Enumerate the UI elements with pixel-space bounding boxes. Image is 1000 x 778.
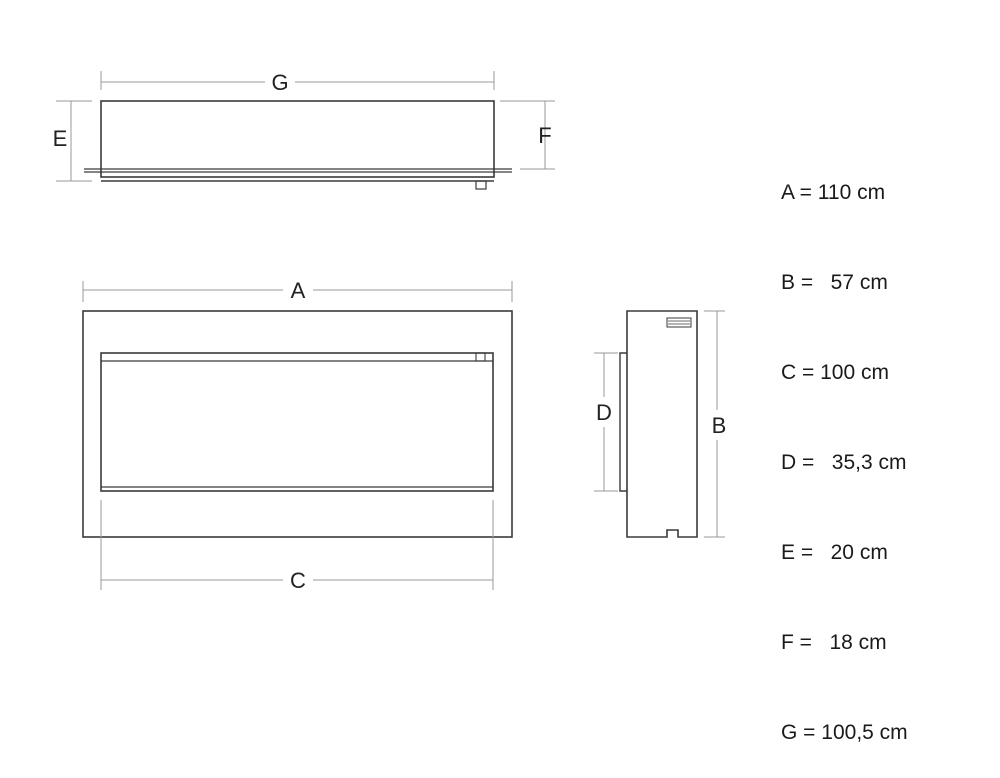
top-view-tab (475, 180, 487, 190)
legend-value: 110 cm (817, 181, 886, 204)
dimension-a: A (82, 278, 513, 303)
label-g: G (271, 70, 288, 95)
dimension-legend: A = 110 cm B = 57 cm C = 100 cm D = 35,3… (781, 118, 908, 778)
dimension-f: F (500, 100, 555, 170)
legend-row-a: A = 110 cm (781, 178, 908, 208)
label-a: A (291, 278, 306, 303)
legend-value: 20 cm (830, 541, 888, 564)
legend-row-c: C = 100 cm (781, 358, 908, 388)
side-view-body (626, 310, 698, 538)
legend-value: 57 cm (830, 271, 888, 294)
front-view-control-box (475, 352, 486, 362)
front-view: A C (82, 278, 513, 593)
label-e: E (53, 126, 68, 151)
technical-drawing: G E F A (53, 70, 908, 744)
legend-key: A = (781, 181, 812, 204)
top-view-body (100, 100, 495, 178)
legend-row-g: G = 100,5 cm (781, 718, 908, 748)
legend-row-b: B = 57 cm (781, 268, 908, 298)
legend-key: C = (781, 361, 815, 384)
label-d: D (596, 400, 612, 425)
legend-row-d: D = 35,3 cm (781, 448, 908, 478)
side-view: D B (594, 310, 727, 538)
front-view-glass (100, 352, 494, 492)
label-c: C (290, 568, 306, 593)
label-b: B (712, 413, 727, 438)
legend-value: 18 cm (829, 631, 887, 654)
dimension-b: B (704, 310, 727, 538)
legend-row-f: F = 18 cm (781, 628, 908, 658)
dimension-g: G (100, 70, 495, 95)
front-view-frame (82, 310, 513, 538)
legend-row-e: E = 20 cm (781, 538, 908, 568)
legend-value: 100,5 cm (821, 721, 908, 744)
legend-value: 100 cm (820, 361, 889, 384)
side-view-vent (666, 317, 692, 328)
legend-key: B = (781, 271, 814, 294)
drawing-canvas: G E F A (53, 70, 727, 593)
dimension-e: E (53, 100, 92, 182)
dimension-c: C (100, 500, 494, 593)
label-f: F (538, 123, 551, 148)
legend-key: F = (781, 631, 812, 654)
legend-value: 35,3 cm (831, 451, 907, 474)
legend-key: D = (781, 451, 815, 474)
dimension-d: D (594, 352, 618, 492)
side-view-front-lip (619, 352, 627, 492)
legend-key: G = (781, 721, 816, 744)
top-view: G E F (53, 70, 555, 190)
legend-key: E = (781, 541, 814, 564)
